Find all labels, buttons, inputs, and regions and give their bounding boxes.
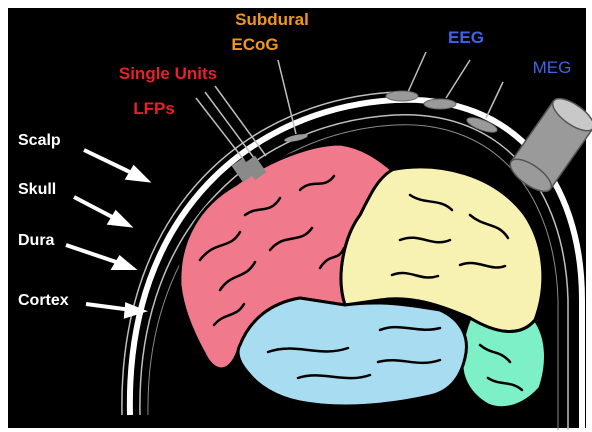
lfps-label: LFPs (133, 99, 175, 118)
subdural-label-line1: Subdural (235, 10, 309, 29)
meg-label: MEG (533, 58, 572, 77)
subdural-label-line2: ECoG (231, 35, 278, 54)
single-units-label: Single Units (119, 64, 217, 83)
scalp-label: Scalp (18, 132, 61, 149)
cortex-label: Cortex (18, 292, 69, 309)
dura-label: Dura (18, 232, 55, 249)
temporal-lobe (238, 298, 466, 406)
skull-label: Skull (18, 181, 56, 198)
eeg-label: EEG (448, 28, 484, 47)
occipital-lobe (462, 318, 546, 408)
